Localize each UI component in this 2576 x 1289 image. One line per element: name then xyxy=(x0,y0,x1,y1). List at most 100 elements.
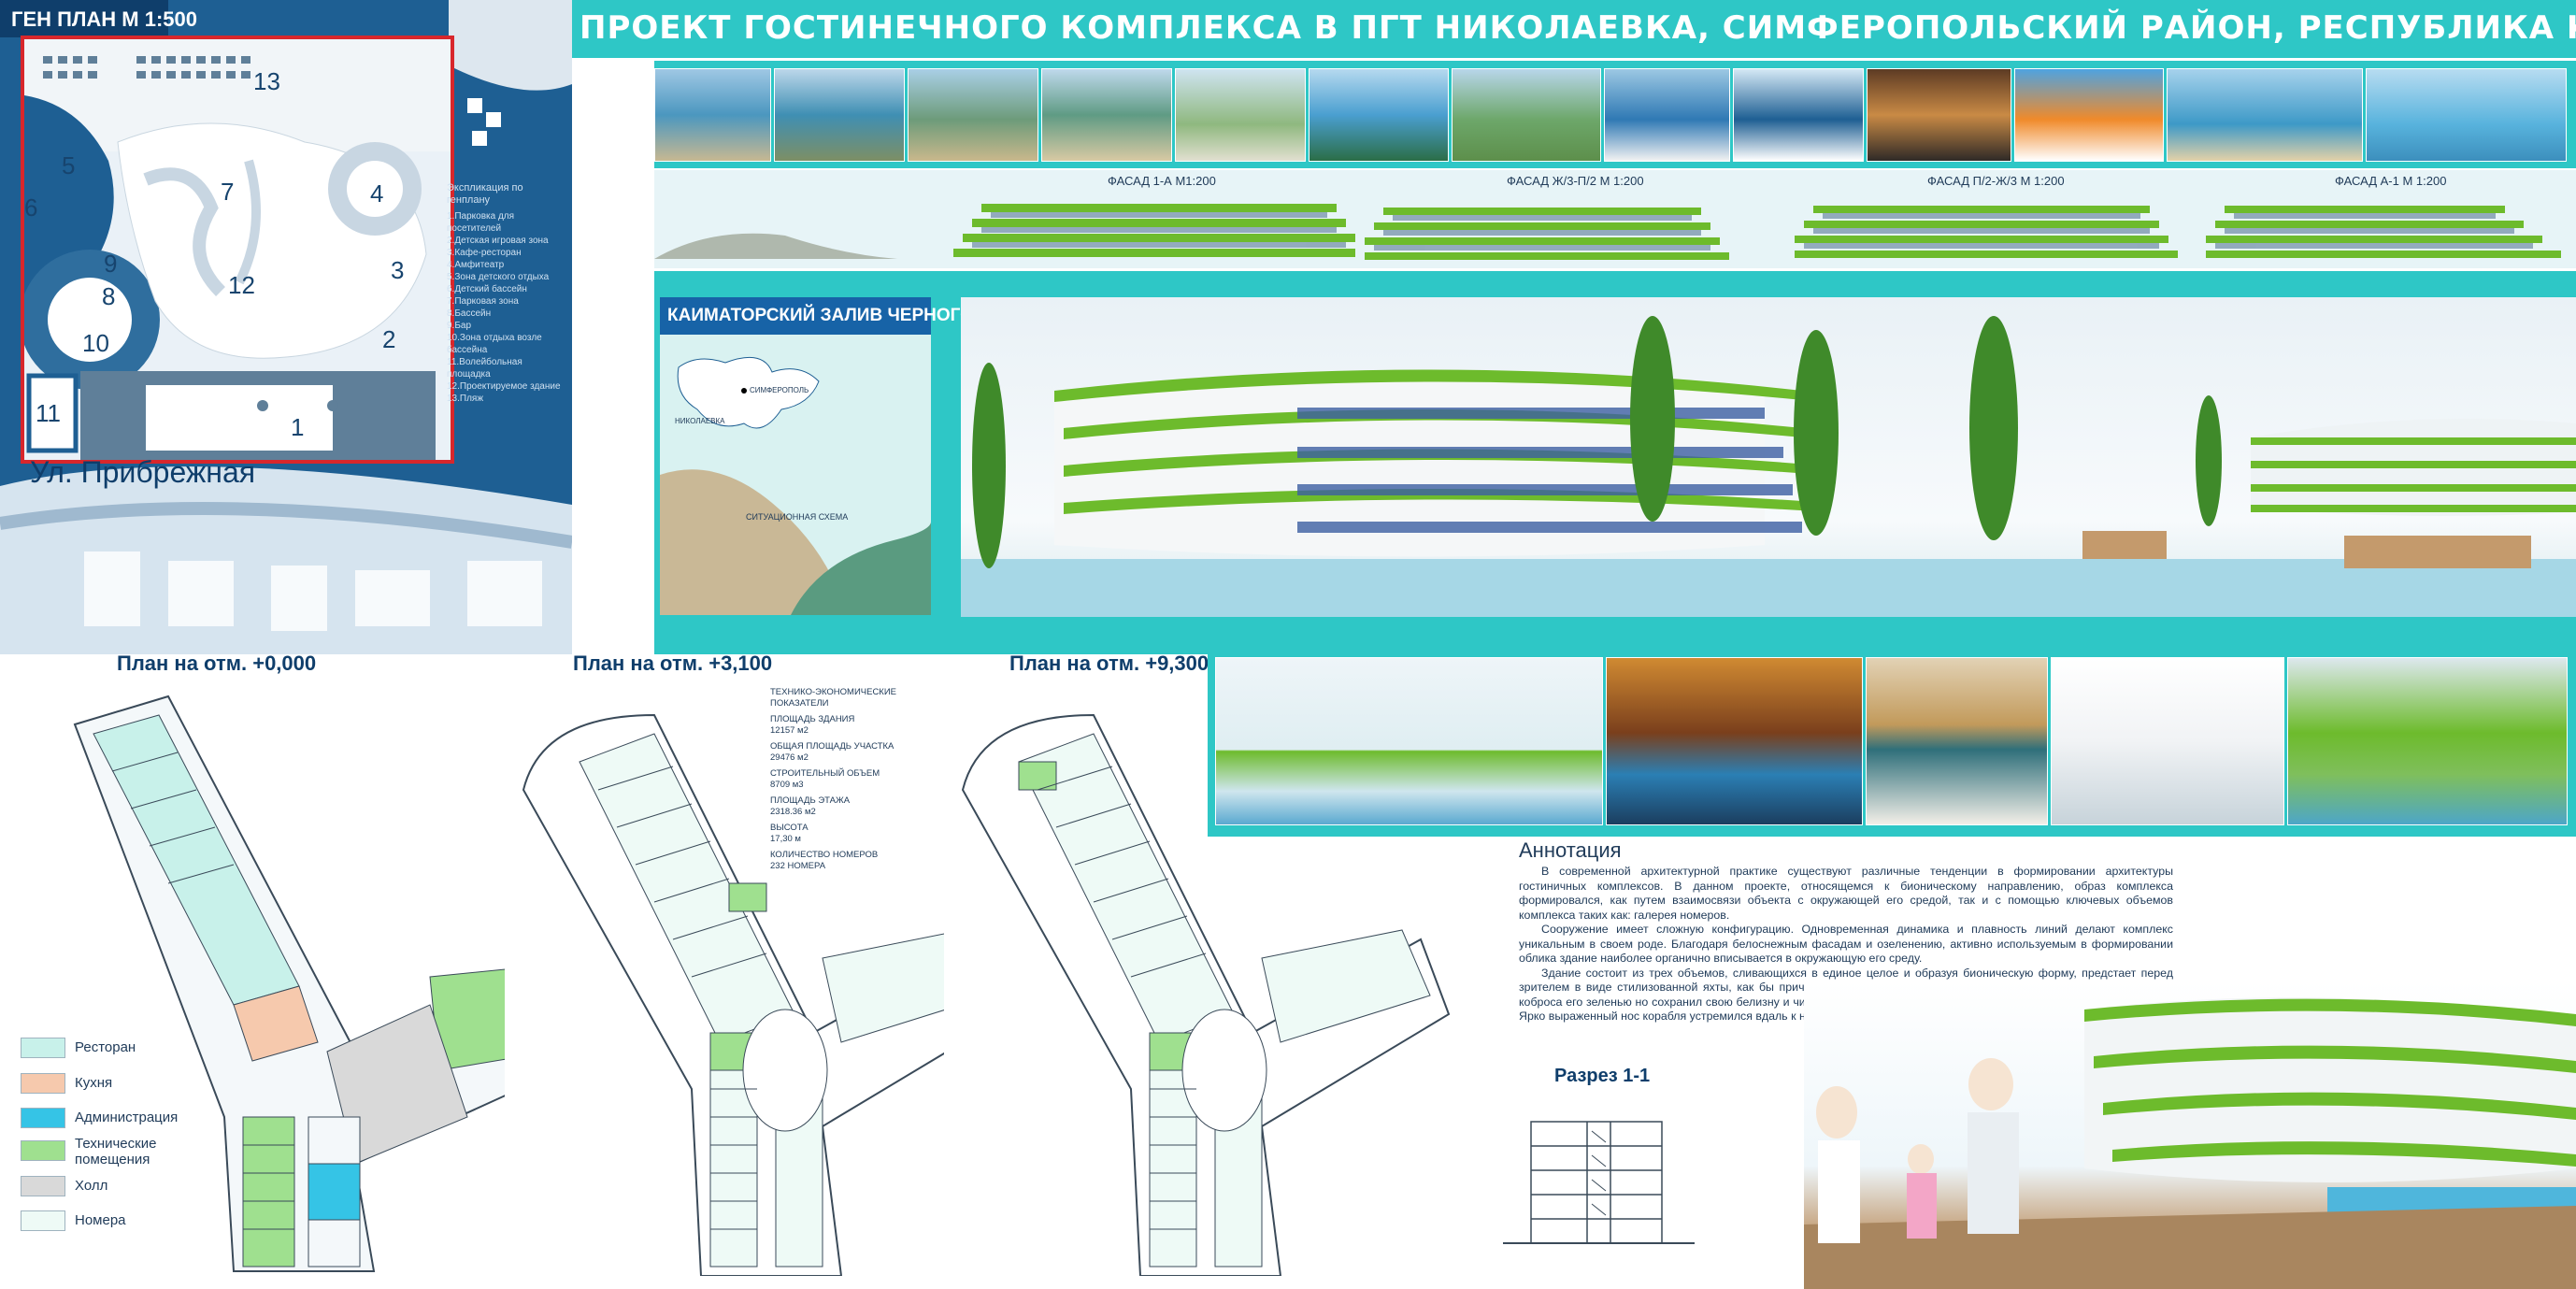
tech-value: 17,30 м xyxy=(770,834,801,844)
aerial-render xyxy=(2287,657,2568,825)
zone-label-6: 6 xyxy=(24,193,38,222)
hotel-sea-photo xyxy=(1309,68,1449,162)
section-drawing xyxy=(1494,1103,1709,1262)
seascape-photo-2 xyxy=(2366,68,2567,162)
genplan-legend: Экспликация по генплану 1.Парковка для п… xyxy=(447,182,568,425)
legend-label-administration: Администрация xyxy=(75,1110,179,1125)
resort-photo xyxy=(1175,68,1306,162)
zone-label-5: 5 xyxy=(62,151,76,179)
yacht-photo xyxy=(1604,68,1730,162)
room-render xyxy=(1866,657,2048,825)
facade-label: ФАСАД 1-А М1:200 xyxy=(1108,174,1216,188)
floor-plan-9300-drawing xyxy=(961,713,1451,1276)
genplan-legend-item: 7.Парковая зона xyxy=(447,296,519,307)
exterior-render xyxy=(1215,657,1603,825)
interior-render xyxy=(2051,657,2284,825)
section-drawing-svg xyxy=(1503,1121,1695,1244)
bay-title: КАИМАТОРСКИЙ ЗАЛИВ ЧЕРНОГО МОРЯ xyxy=(660,297,1032,335)
seascape-photo xyxy=(2167,68,2363,162)
legend-label-restaurant: Ресторан xyxy=(75,1039,136,1055)
tech-value: 2318.36 м2 xyxy=(770,807,816,817)
genplan-map: 1 2 3 4 5 6 7 8 9 10 11 12 13 xyxy=(21,36,454,464)
floor-plan-3100 xyxy=(505,678,1028,1276)
plan-title-9300: План на отм. +9,300 xyxy=(1009,652,1209,675)
genplan-legend-item: 2.Детская игровая зона xyxy=(447,236,549,246)
situation-map-drawing xyxy=(660,335,931,615)
legend-swatch-rooms xyxy=(21,1210,65,1231)
genplan-legend-item: 10.Зона отдыха возле бассейна xyxy=(447,333,542,355)
main-render xyxy=(961,297,2576,617)
genplan-legend-item: 5.Зона детского отдыха xyxy=(447,272,550,282)
legend-swatch-hall xyxy=(21,1176,65,1196)
zone-label-1: 1 xyxy=(291,413,305,441)
tech-label: ПЛОЩАДЬ ЭТАЖА xyxy=(770,795,851,806)
legend-label-kitchen: Кухня xyxy=(75,1075,113,1091)
legend-swatch-administration xyxy=(21,1108,65,1128)
situation-caption: СИТУАЦИОННАЯ СХЕМА xyxy=(746,512,849,522)
tech-indicators: ТЕХНИКО-ЭКОНОМИЧЕСКИЕ ПОКАЗАТЕЛИ ПЛОЩАДЬ… xyxy=(770,687,934,883)
tech-label: ПЛОЩАДЬ ЗДАНИЯ xyxy=(770,714,855,724)
city-label-nikolaevka: НИКОЛАЕВКА xyxy=(675,417,725,425)
genplan-legend-item: 3.Кафе-ресторан xyxy=(447,248,522,258)
facade-label: ФАСАД П/2-Ж/3 М 1:200 xyxy=(1927,174,2065,188)
facade-drawings xyxy=(654,204,2561,260)
poster-title: ПРОЕКТ ГОСТИНЕЧНОГО КОМПЛЕКСА В ПГТ НИКО… xyxy=(580,9,2576,47)
street-label: Ул. Прибрежная xyxy=(30,455,256,489)
sailing-photo xyxy=(2014,68,2164,162)
tech-value: 232 НОМЕРА xyxy=(770,861,826,871)
lounge-render xyxy=(1606,657,1863,825)
zone-label-7: 7 xyxy=(221,178,235,206)
zone-label-11: 11 xyxy=(36,399,61,427)
zone-label-8: 8 xyxy=(102,282,116,310)
floor-plan-9300 xyxy=(944,678,1467,1276)
annotation-paragraph: Сооружение имеет сложную конфигурацию. О… xyxy=(1519,923,2173,965)
tech-label: СТРОИТЕЛЬНЫЙ ОБЪЕМ xyxy=(770,768,880,779)
zone-label-9: 9 xyxy=(104,250,118,278)
floor-plan-3100-drawing xyxy=(522,713,1011,1276)
zone-label-12: 12 xyxy=(228,271,255,299)
legend-swatch-kitchen xyxy=(21,1073,65,1094)
genplan-legend-item: 8.Бассейн xyxy=(447,308,492,319)
genplan-legend-title: Экспликация по генплану xyxy=(447,182,523,206)
legend-label-rooms: Номера xyxy=(75,1212,126,1228)
tech-label: КОЛИЧЕСТВО НОМЕРОВ xyxy=(770,850,879,860)
legend-label-hall: Холл xyxy=(75,1178,108,1194)
legend-swatch-technical xyxy=(21,1140,65,1161)
genplan-legend-item: 1.Парковка для посетителей xyxy=(447,211,515,234)
genplan-legend-item: 11.Волейбольная площадка xyxy=(447,357,522,380)
genplan-heading: ГЕН ПЛАН М 1:500 xyxy=(0,0,197,37)
coast-photo xyxy=(654,68,771,162)
genplan-background xyxy=(0,0,572,654)
zone-label-13: 13 xyxy=(253,67,280,95)
annotation-text: В современной архитектурной практике сущ… xyxy=(1519,865,2173,1033)
genplan-legend-item: 4.Амфитеатр xyxy=(447,260,505,270)
section-title: Разрез 1-1 xyxy=(1554,1066,1651,1086)
legend-label-technical: Технические помещения xyxy=(75,1136,157,1167)
zone-label-3: 3 xyxy=(391,256,405,284)
beach-photo xyxy=(774,68,905,162)
zone-label-10: 10 xyxy=(82,329,109,357)
plan-title-3100: План на отм. +3,100 xyxy=(573,652,773,675)
title-band xyxy=(572,0,2576,58)
zone-label-4: 4 xyxy=(370,179,384,208)
genplan-legend-item: 6.Детский бассейн xyxy=(447,284,527,294)
aerial-photo xyxy=(908,68,1038,162)
hotel-render-drawing xyxy=(961,316,2576,617)
site-plan-drawing xyxy=(24,39,451,460)
facade-label: ФАСАД Ж/3-П/2 М 1:200 xyxy=(1507,174,1644,188)
yacht-photo-2 xyxy=(1733,68,1864,162)
city-label-simferopol: СИМФЕРОПОЛЬ xyxy=(750,386,809,394)
yacht-deck-photo xyxy=(1867,68,2011,162)
zone-label-2: 2 xyxy=(382,325,396,353)
tech-value: 8709 м3 xyxy=(770,780,804,790)
annotation-title: Аннотация xyxy=(1519,838,1622,862)
green-hotel-photo xyxy=(1452,68,1601,162)
tech-label: ОБЩАЯ ПЛОЩАДЬ УЧАСТКА xyxy=(770,741,894,752)
family-render-drawing xyxy=(1804,997,2576,1289)
render-strip xyxy=(1208,650,2576,837)
tech-value: 12157 м2 xyxy=(770,725,809,736)
tech-value: 29476 м2 xyxy=(770,752,809,763)
annotation-paragraph: В современной архитектурной практике сущ… xyxy=(1519,865,2173,922)
genplan-legend-item: 13.Пляж xyxy=(447,394,484,404)
family-render xyxy=(1804,981,2576,1289)
